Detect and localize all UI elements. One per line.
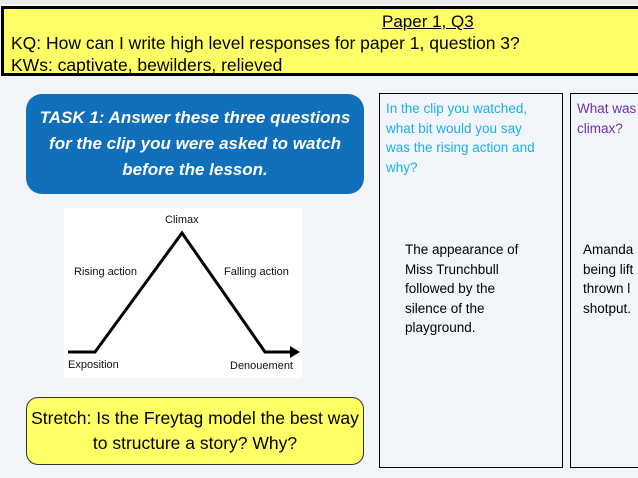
label-exposition: Exposition <box>68 359 119 371</box>
answer-column-climax: What was climax? Amanda being lift throw… <box>570 93 638 468</box>
column-question: What was climax? <box>577 101 637 136</box>
column-question: In the clip you watched, what bit would … <box>386 101 535 175</box>
task-box: TASK 1: Answer these three questions for… <box>26 94 364 194</box>
stretch-box: Stretch: Is the Freytag model the best w… <box>26 397 364 465</box>
label-rising-action: Rising action <box>74 266 137 278</box>
slide-title: Paper 1, Q3 <box>382 12 474 31</box>
label-denouement: Denouement <box>230 360 293 372</box>
freytag-pyramid-graphic <box>68 230 300 358</box>
freytag-diagram: Climax Rising action Falling action Expo… <box>64 208 302 378</box>
task-text: TASK 1: Answer these three questions for… <box>39 108 351 179</box>
key-question: KQ: How can I write high level responses… <box>11 33 520 53</box>
column-answer: Amanda being lift thrown l shotput. <box>583 242 634 316</box>
column-answer: The appearance of Miss Trunchbull follow… <box>405 242 519 335</box>
stretch-text: Stretch: Is the Freytag model the best w… <box>31 408 359 453</box>
plot-line <box>68 230 292 354</box>
key-words: KWs: captivate, bewilders, relieved <box>11 55 283 75</box>
arrow-head-icon <box>290 346 300 358</box>
slide: Paper 1, Q3 KQ: How can I write high lev… <box>0 4 638 478</box>
label-falling-action: Falling action <box>224 266 289 278</box>
label-climax: Climax <box>165 214 199 226</box>
header-box: Paper 1, Q3 KQ: How can I write high lev… <box>1 6 638 76</box>
answer-column-rising-action: In the clip you watched, what bit would … <box>379 93 563 468</box>
